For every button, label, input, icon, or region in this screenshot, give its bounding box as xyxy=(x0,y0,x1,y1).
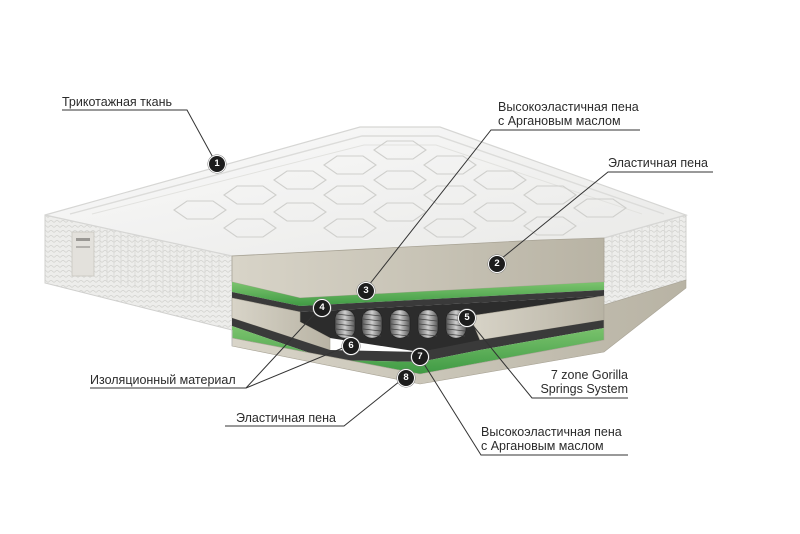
leader-2 xyxy=(495,171,713,264)
quilt-hexagon xyxy=(573,198,627,218)
label-elastic-foam-bottom: Эластичная пена xyxy=(236,411,336,425)
leader-lines xyxy=(62,109,713,456)
spring-coil xyxy=(334,309,356,339)
quilt-hexagon xyxy=(423,185,477,205)
quilt-hexagon xyxy=(273,170,327,190)
label-springs-line2: Springs System xyxy=(540,382,628,396)
label-he-foam-argan-top-line1: Высокоэластичная пена xyxy=(498,100,639,114)
badge-1: 1 xyxy=(208,155,226,173)
leader-1 xyxy=(62,109,217,164)
quilt-hexagon xyxy=(323,155,377,175)
quilt-hexagon xyxy=(223,185,277,205)
layer-insulation-bottom xyxy=(232,318,604,362)
badge-8: 8 xyxy=(397,369,415,387)
quilt-hexagon xyxy=(523,216,577,236)
badge-3: 3 xyxy=(357,282,375,300)
spring-coil xyxy=(361,309,383,339)
side-stitching xyxy=(99,216,680,308)
leader-6 xyxy=(245,344,351,389)
quilt-hexagon xyxy=(373,170,427,190)
spring-coil xyxy=(389,309,411,339)
quilt-hexagon xyxy=(423,218,477,238)
mattress-body xyxy=(44,126,688,331)
badge-4: 4 xyxy=(313,299,331,317)
badge-2: 2 xyxy=(488,255,506,273)
quilt-hexagon xyxy=(523,185,577,205)
quilt-hexagon xyxy=(473,202,527,222)
leader-3 xyxy=(364,129,640,291)
spring-coil xyxy=(417,309,439,339)
leader-7 xyxy=(418,355,628,456)
quilting-pattern xyxy=(173,140,627,238)
badge-5: 5 xyxy=(458,309,476,327)
quilt-hexagon xyxy=(323,185,377,205)
label-he-foam-argan-bottom-line1: Высокоэластичная пена xyxy=(481,425,622,439)
label-he-foam-argan-bottom: Высокоэластичная пена с Аргановым маслом xyxy=(481,425,622,453)
badge-6: 6 xyxy=(342,337,360,355)
layer-elastic-foam-bottom xyxy=(231,279,687,385)
label-he-foam-argan-top: Высокоэластичная пена с Аргановым маслом xyxy=(498,100,639,128)
quilt-hexagon xyxy=(323,218,377,238)
pocket-springs xyxy=(334,309,467,339)
quilt-hexagon xyxy=(223,218,277,238)
quilt-hexagon xyxy=(273,202,327,222)
quilt-hexagon xyxy=(373,140,427,160)
label-elastic-foam-top: Эластичная пена xyxy=(608,156,708,170)
quilt-hexagon xyxy=(473,170,527,190)
label-springs: 7 zone Gorilla Springs System xyxy=(532,368,628,396)
label-insulation: Изоляционный материал xyxy=(90,373,236,387)
quilt-hexagon xyxy=(423,155,477,175)
quilt-hexagon xyxy=(173,200,227,220)
brand-tag xyxy=(71,231,95,277)
label-he-foam-argan-bottom-line2: с Аргановым маслом xyxy=(481,439,604,453)
label-knit-fabric: Трикотажная ткань xyxy=(62,95,172,109)
label-he-foam-argan-top-line2: с Аргановым маслом xyxy=(498,114,621,128)
label-springs-line1: 7 zone Gorilla xyxy=(550,368,628,382)
leader-8 xyxy=(225,376,406,427)
mattress-top-surface xyxy=(44,126,688,257)
leader-5 xyxy=(465,316,628,399)
badge-7: 7 xyxy=(411,348,429,366)
